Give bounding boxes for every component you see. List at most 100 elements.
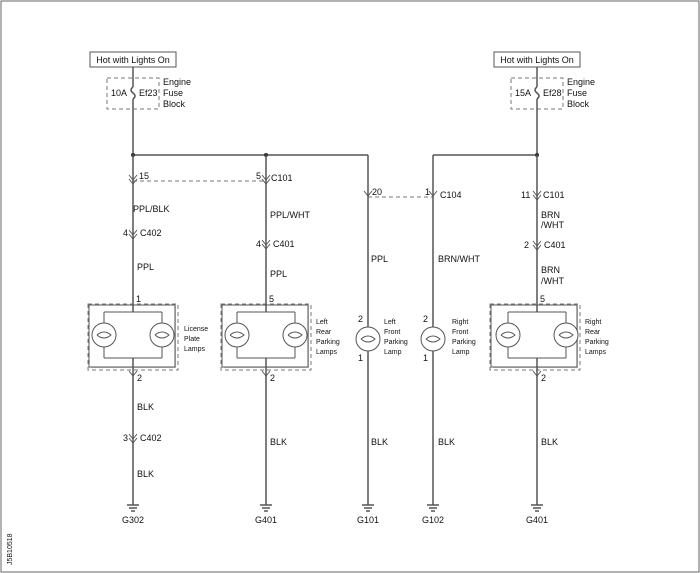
left-fuse-icon — [130, 86, 136, 100]
w1-mid-label: PPL — [137, 262, 154, 272]
right-block-line1: Engine — [567, 77, 595, 87]
right-front-pin-out: 1 — [423, 353, 428, 363]
ground-g102: G102 — [422, 515, 444, 525]
c402-top-name: C402 — [140, 228, 162, 238]
w5-bot-label: BLK — [541, 437, 558, 447]
branch-left-rear: PPL/WHT 4 C401 PPL 5 Left Rear Parking L… — [220, 174, 340, 525]
left-rear-label-4: Lamps — [316, 349, 338, 356]
left-rear-label-1: Left — [316, 319, 328, 326]
right-rear-label-1: Right — [585, 319, 601, 326]
connector-c101-right: 11 C101 — [521, 190, 565, 200]
left-hot-label: Hot with Lights On — [96, 55, 170, 65]
connector-c101-left: 15 5 C101 — [133, 171, 293, 183]
lamp-bulb-icon — [553, 322, 579, 348]
left-front-pin-out: 1 — [358, 353, 363, 363]
lamp-bulb-icon — [420, 326, 446, 352]
left-front-label-4: Lamp — [384, 349, 402, 356]
left-front-pin-in: 2 — [358, 314, 363, 324]
c402-top-pin: 4 — [123, 228, 128, 238]
c402-bottom-pin: 3 — [123, 433, 128, 443]
power-bus — [131, 109, 539, 190]
branch-left-front: PPL 2 1 Left Front Parking Lamp BLK G101 — [355, 190, 408, 525]
w4-bot-label: BLK — [438, 437, 455, 447]
right-hot-label: Hot with Lights On — [500, 55, 574, 65]
license-label-2: Plate — [184, 336, 200, 343]
ground-g401-right: G401 — [526, 515, 548, 525]
c101-left-name: C101 — [271, 173, 293, 183]
right-front-label-1: Right — [452, 319, 468, 326]
right-rear-pin-out: 2 — [541, 373, 546, 383]
connector-chevron — [532, 190, 542, 201]
ground-g302: G302 — [122, 515, 144, 525]
left-block-line3: Block — [163, 99, 186, 109]
connector-chevron — [128, 174, 138, 185]
c104-name: C104 — [440, 190, 462, 200]
left-rear-label-2: Rear — [316, 329, 332, 336]
c101-right-name: C101 — [543, 190, 565, 200]
w5-mid-label-1: BRN — [541, 265, 560, 275]
license-label-1: License — [184, 326, 208, 333]
c401-left-name: C401 — [273, 239, 295, 249]
c101-right-pin: 11 — [521, 190, 530, 200]
connector-chevron — [261, 174, 271, 185]
right-front-label-4: Lamp — [452, 349, 470, 356]
right-rear-label-2: Rear — [585, 329, 601, 336]
left-block-line2: Fuse — [163, 88, 183, 98]
c101-left-pin-a: 15 — [139, 171, 149, 181]
right-front-label-3: Parking — [452, 339, 476, 346]
right-front-pin-in: 2 — [423, 314, 428, 324]
left-fuse-id: Ef23 — [139, 88, 158, 98]
c401-right-name: C401 — [544, 240, 566, 250]
connector-chevron — [128, 433, 138, 444]
left-rear-pin-in: 5 — [269, 294, 274, 304]
c104-pin-b: 1 — [425, 187, 430, 197]
right-block-line3: Block — [567, 99, 590, 109]
left-front-label-3: Parking — [384, 339, 408, 346]
connector-chevron — [261, 239, 271, 250]
lamp-bulb-icon — [91, 322, 117, 348]
ground-icon — [531, 504, 543, 512]
c402-bottom-name: C402 — [140, 433, 162, 443]
c401-left-pin: 4 — [256, 239, 261, 249]
lamp-bulb-icon — [224, 322, 250, 348]
w5-mid-label-2: /WHT — [541, 276, 564, 286]
lamp-bulb-icon — [355, 326, 381, 352]
right-power-source: Hot with Lights On 15A Ef28 Engine Fuse … — [493, 51, 595, 110]
w4-mid-label: BRN/WHT — [438, 254, 480, 264]
left-block-line1: Engine — [163, 77, 191, 87]
right-fuse-icon — [534, 86, 540, 100]
license-pin-out: 2 — [137, 373, 142, 383]
right-rear-pin-in: 5 — [540, 294, 545, 304]
w2-bot-label: BLK — [270, 437, 287, 447]
left-front-label-2: Front — [384, 329, 400, 336]
ground-icon — [260, 504, 272, 512]
c401-right-pin: 2 — [524, 240, 529, 250]
branch-right-rear: BRN /WHT 2 C401 BRN /WHT 5 Right Rear Pa… — [489, 155, 609, 525]
right-rear-label-4: Lamps — [585, 349, 607, 356]
ground-g401-left: G401 — [255, 515, 277, 525]
branch-license-plate: PPL/BLK 4 C402 PPL 1 License Plate Lamps… — [87, 155, 208, 525]
right-front-label-2: Front — [452, 329, 468, 336]
w1-bot2-label: BLK — [137, 469, 154, 479]
ground-icon — [427, 504, 439, 512]
left-rear-label-3: Parking — [316, 339, 340, 346]
figure-id: J5B10518 — [7, 533, 14, 565]
right-rear-lamp-outline — [489, 303, 581, 371]
lamp-bulb-icon — [149, 322, 175, 348]
ground-g101: G101 — [357, 515, 379, 525]
ground-icon — [362, 504, 374, 512]
license-pin-in: 1 — [136, 294, 141, 304]
license-label-3: Lamps — [184, 346, 206, 353]
right-fuse-rating: 15A — [515, 88, 531, 98]
w2-mid-label: PPL — [270, 269, 287, 279]
w2-top-label: PPL/WHT — [270, 210, 311, 220]
left-power-source: Hot with Lights On 10A Ef23 Engine Fuse … — [89, 51, 191, 110]
w1-bot1-label: BLK — [137, 402, 154, 412]
w5-top-label-1: BRN — [541, 210, 560, 220]
right-fuse-id: Ef28 — [543, 88, 562, 98]
w3-mid-label: PPL — [371, 254, 388, 264]
connector-chevron — [128, 229, 138, 240]
connector-chevron — [532, 240, 542, 251]
